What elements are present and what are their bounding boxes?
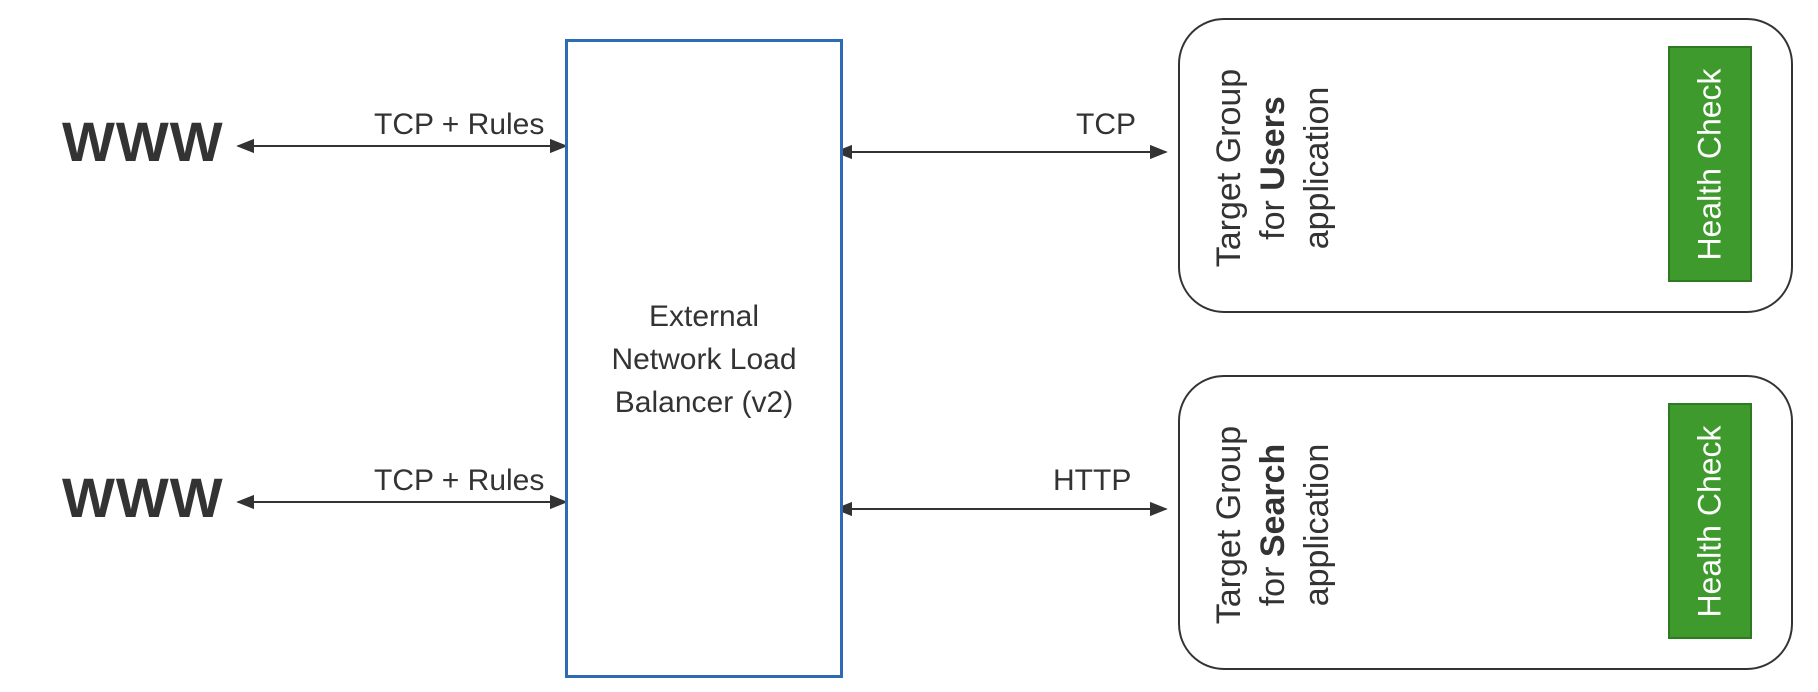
client-link-bottom-label: TCP + Rules	[374, 464, 545, 497]
client-link-top-label: TCP + Rules	[374, 108, 545, 141]
health-check-users: Health Check	[1668, 46, 1752, 282]
target-group-search-label: Target Group for Search application	[1210, 425, 1337, 624]
target-group-users-label: Target Group for Users application	[1210, 68, 1337, 267]
target-link-bottom-label: HTTP	[1053, 464, 1132, 497]
load-balancer-title: External Network Load Balancer (v2)	[611, 300, 797, 419]
internet-client-top: WWW	[62, 110, 224, 173]
target-group-users: Target Group for Users application Healt…	[1178, 18, 1793, 313]
load-balancer-box: External Network Load Balancer (v2)	[565, 39, 843, 678]
health-check-search: Health Check	[1668, 403, 1752, 639]
target-group-search: Target Group for Search application Heal…	[1178, 375, 1793, 670]
target-link-top-label: TCP	[1076, 108, 1136, 141]
internet-client-bottom: WWW	[62, 466, 224, 529]
